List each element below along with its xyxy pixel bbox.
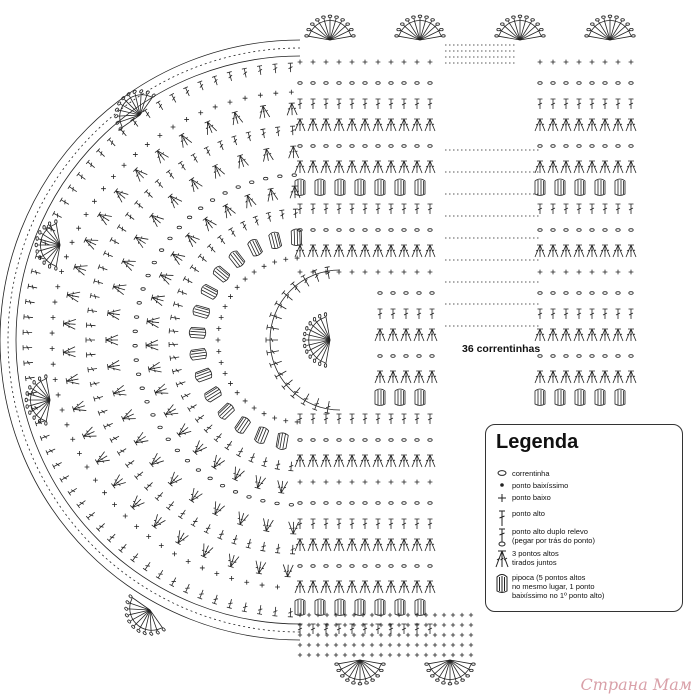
double-crochet-icon bbox=[494, 509, 510, 531]
legend-item-single-crochet: ponto baixo bbox=[486, 493, 682, 517]
legend-item-back-post-dc: ponto alto duplo relevo (pegar por trás … bbox=[486, 527, 682, 551]
watermark: Страна Мам bbox=[580, 675, 692, 694]
back-post-double-crochet-icon bbox=[494, 527, 510, 549]
popcorn-icon bbox=[494, 573, 510, 595]
legend-panel: Legenda correntinha ponto baixíssimo pon… bbox=[485, 424, 683, 612]
legend-item-popcorn: pipoca (5 pontos altos no mesmo lugar, 1… bbox=[486, 573, 682, 600]
legend-item-dc3tog: 3 pontos altos tirados juntos bbox=[486, 549, 682, 573]
slip-stitch-icon bbox=[494, 481, 510, 503]
single-crochet-icon bbox=[494, 493, 510, 515]
chain-count-label: 36 correntinhas bbox=[462, 343, 541, 355]
legend-item-slip-stitch: ponto baixíssimo bbox=[486, 481, 682, 505]
dc3tog-icon bbox=[494, 549, 510, 571]
chain-icon bbox=[494, 469, 510, 491]
legend-title: Legenda bbox=[496, 431, 579, 453]
legend-item-chain: correntinha bbox=[486, 469, 682, 493]
stitch-pattern bbox=[0, 14, 637, 686]
legend-item-double-crochet: ponto alto bbox=[486, 509, 682, 533]
